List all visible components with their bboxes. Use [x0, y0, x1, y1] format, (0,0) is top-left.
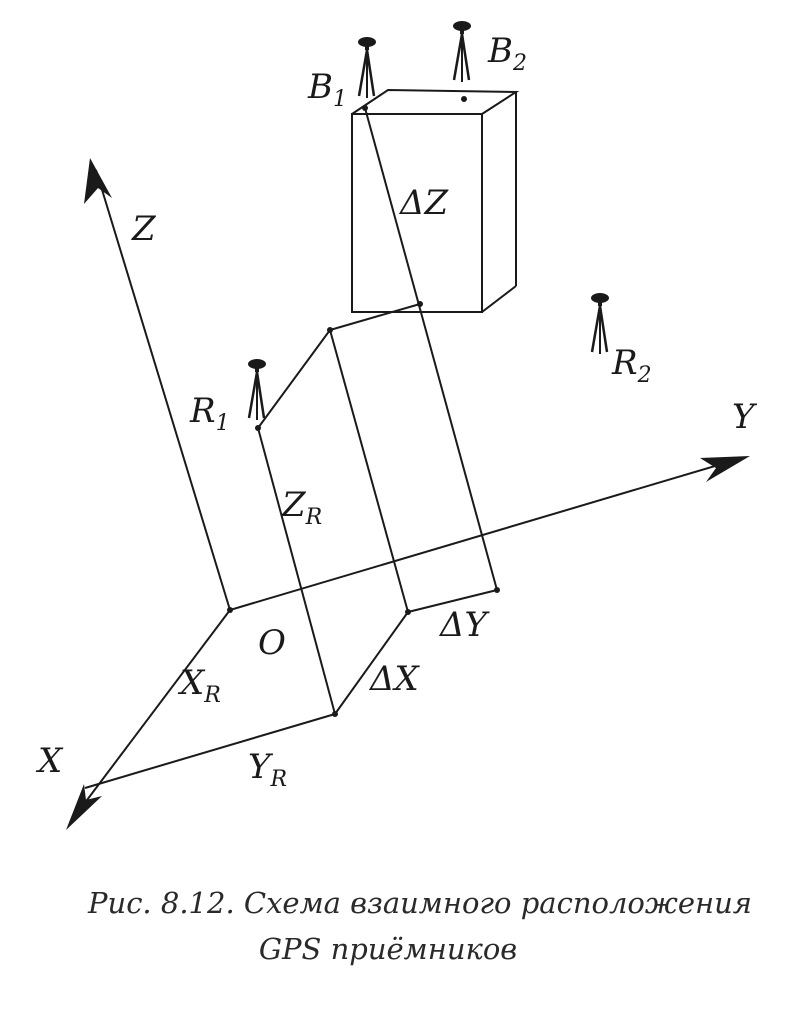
y-axis-label: Y	[732, 397, 758, 437]
dy-label: ΔY	[438, 605, 491, 645]
y-arrow	[700, 456, 750, 482]
z-axis	[95, 169, 231, 611]
r2-label: R2	[611, 343, 652, 388]
vertical-right	[364, 107, 498, 591]
receiver-b2-icon	[451, 19, 473, 84]
building-top	[351, 88, 520, 115]
origin-label: O	[258, 623, 286, 663]
receiver-r2-icon	[589, 291, 611, 356]
z-arrow	[84, 158, 112, 204]
receiver-r1-icon	[246, 357, 268, 422]
figure-caption-line2: GPS приёмников	[258, 932, 518, 966]
r1-label: R1	[189, 391, 230, 436]
building-bottom-edge	[481, 285, 517, 313]
yr-label: YR	[248, 747, 287, 792]
b2-label: B2	[487, 31, 527, 76]
dx-segment	[334, 611, 409, 715]
zr-label: ZR	[281, 485, 322, 530]
dy-segment	[407, 589, 498, 613]
yr-segment	[84, 713, 336, 789]
dx-label: ΔX	[368, 659, 421, 699]
vertical-mid	[329, 329, 409, 613]
zr-line	[257, 427, 336, 715]
x-axis	[77, 609, 231, 813]
y-axis	[229, 457, 743, 611]
b1-label: B1	[307, 67, 347, 112]
z-axis-label: Z	[131, 209, 157, 249]
figure-caption-line1: Рис. 8.12. Схема взаимного расположения	[88, 886, 752, 920]
dz-label: ΔZ	[398, 183, 450, 223]
receiver-b1-icon	[356, 35, 378, 100]
x-axis-label: X	[35, 741, 64, 781]
xr-label: XR	[177, 663, 221, 708]
building-front	[351, 113, 483, 313]
x-arrow	[66, 784, 102, 830]
